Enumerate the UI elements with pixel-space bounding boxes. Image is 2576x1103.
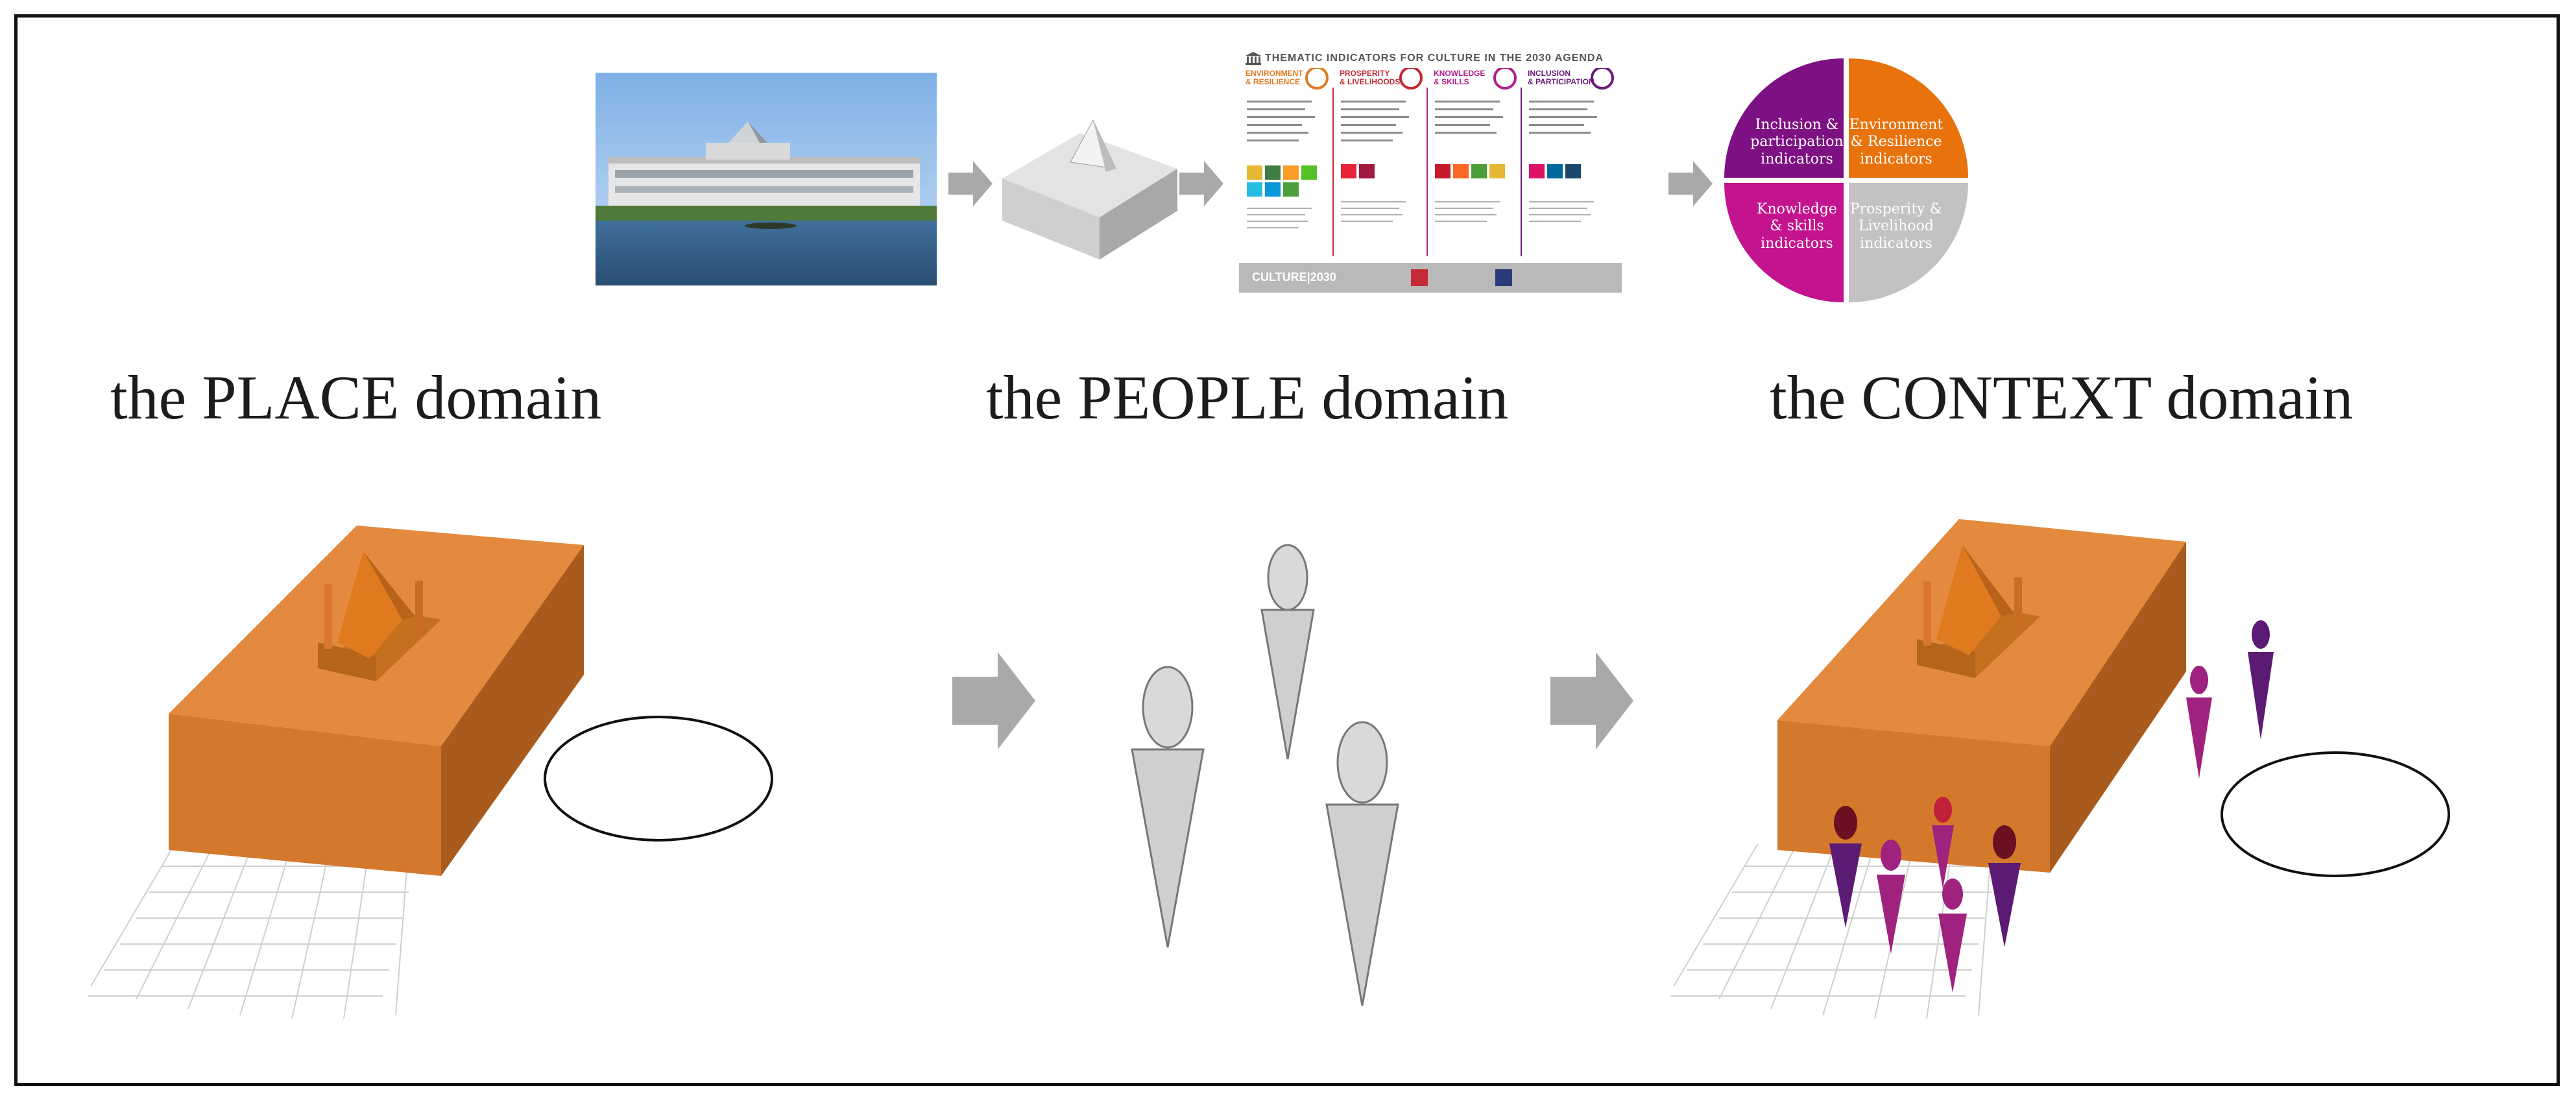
pyramid-building xyxy=(1917,545,2040,678)
person-figure xyxy=(1877,840,1905,954)
people-illustration xyxy=(1131,544,1399,1006)
context-illustration xyxy=(1670,519,2450,1019)
poster-title: THEMATIC INDICATORS FOR CULTURE IN THE 2… xyxy=(1265,53,1604,64)
place-illustration xyxy=(88,526,773,1019)
person-figure xyxy=(2186,666,2212,779)
poster-column-heading: ENVIRONMENT & RESILIENCE xyxy=(1246,69,1303,86)
poster-column-heading: PROSPERITY & LIVELIHOODS xyxy=(1340,69,1401,86)
poster-indicator-columns xyxy=(1247,68,1614,256)
poster-column-heading: INCLUSION & PARTICIPATION xyxy=(1528,69,1595,86)
poster-footer: CULTURE|2030 xyxy=(1239,263,1622,293)
person-figure xyxy=(1260,544,1315,760)
person-figure xyxy=(1988,825,2021,947)
pie-quadrant-knowledge xyxy=(1724,183,1844,302)
place-domain-label: the PLACE domain xyxy=(110,363,602,432)
museum-photo xyxy=(596,73,937,285)
pie-label-environment: Environment & Resilience indicators xyxy=(1849,117,1944,167)
pie-quadrant-prosperity xyxy=(1849,183,1968,302)
indicators-poster: THEMATIC INDICATORS FOR CULTURE IN THE 2… xyxy=(1239,49,1622,295)
pyramid-building xyxy=(318,552,441,681)
person-figure xyxy=(2248,620,2274,740)
arrow-right-icon xyxy=(952,652,1035,749)
arrow-right-icon xyxy=(1668,161,1713,206)
unesco-badge-icon xyxy=(1495,269,1512,286)
person-figure xyxy=(1131,666,1205,948)
person-figure xyxy=(1325,721,1399,1006)
person-figure xyxy=(1938,879,1967,993)
pie-label-inclusion: Inclusion & participation indicators xyxy=(1750,117,1844,167)
poster-column-heading: KNOWLEDGE & SKILLS xyxy=(1434,69,1486,86)
arrow-right-icon xyxy=(948,161,993,206)
pie-label-knowledge: Knowledge & skills indicators xyxy=(1757,201,1837,252)
people-domain-label: the PEOPLE domain xyxy=(986,363,1509,432)
unesco-badge-icon xyxy=(1411,269,1428,286)
pie-label-prosperity: Prosperity & Livelihood indicators xyxy=(1849,201,1943,252)
indicator-pie xyxy=(1724,58,1968,302)
pie-quadrant-inclusion xyxy=(1724,58,1844,178)
person-figure xyxy=(1932,797,1954,889)
poster-footer-text: CULTURE|2030 xyxy=(1252,271,1336,284)
arrow-right-icon xyxy=(1550,652,1633,749)
ground-grid xyxy=(88,843,415,1019)
unesco-temple-icon xyxy=(1246,52,1261,65)
context-domain-label: the CONTEXT domain xyxy=(1770,363,2353,432)
pie-quadrant-environment xyxy=(1849,58,1968,178)
gray-block-model xyxy=(1002,119,1177,260)
person-figure xyxy=(1829,806,1862,928)
arrow-right-icon xyxy=(1179,161,1223,206)
